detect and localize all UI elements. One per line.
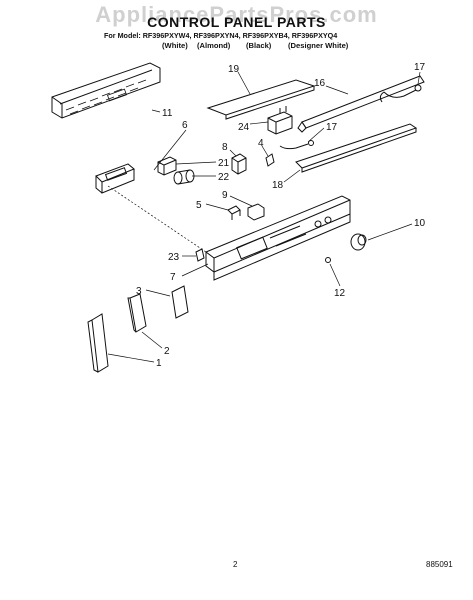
callout-11: 11 [162, 108, 173, 119]
part-17-socket-lower [279, 140, 314, 150]
callout-9: 9 [222, 190, 228, 201]
leader-lines [107, 71, 421, 363]
callout-21: 21 [218, 158, 230, 169]
part-9-switch [247, 203, 265, 221]
callout-6: 6 [182, 120, 188, 131]
model-list: For Model: RF396PXYW4, RF396PXYN4, RF396… [104, 31, 338, 40]
part-23-clip [195, 248, 205, 262]
color-black: (Black) [246, 41, 272, 50]
part-10-knob [350, 233, 367, 251]
callout-10: 10 [414, 218, 426, 229]
part-8-bracket [231, 153, 247, 175]
color-designer-white: (Designer White) [288, 41, 349, 50]
part-19-trim [206, 79, 316, 120]
part-1-side-panel [87, 313, 109, 373]
callout-16: 16 [314, 78, 326, 89]
color-almond: (Almond) [197, 41, 231, 50]
callout-23: 23 [168, 252, 180, 263]
callout-8: 8 [222, 142, 228, 153]
part-6-display [95, 163, 135, 194]
part-17-socket-upper [379, 84, 422, 103]
watermark: AppliancePartsPros.com [95, 2, 378, 27]
part-3-end-cap [171, 285, 189, 319]
callout-17-lower: 17 [326, 122, 338, 133]
document-code: 885091 [426, 560, 453, 569]
callout-12: 12 [334, 288, 346, 299]
callout-18: 18 [272, 180, 284, 191]
part-18-strip [295, 123, 418, 173]
callout-19: 19 [228, 64, 240, 75]
part-22-knob [173, 169, 195, 185]
part-16-light-tube [297, 75, 425, 133]
callout-3: 3 [136, 286, 142, 297]
callout-2: 2 [164, 346, 170, 357]
callout-7: 7 [170, 272, 176, 283]
page-number: 2 [233, 560, 238, 569]
callout-4: 4 [258, 138, 264, 149]
callout-24: 24 [238, 122, 250, 133]
part-12-screw [325, 257, 331, 263]
callout-22: 22 [218, 172, 230, 183]
color-white: (White) [162, 41, 188, 50]
part-4-clip [265, 153, 275, 167]
part-24-relay [267, 106, 293, 135]
callout-1: 1 [156, 358, 162, 369]
page-title: CONTROL PANEL PARTS [147, 14, 326, 30]
callout-17-upper: 17 [414, 62, 426, 73]
callout-5: 5 [196, 200, 202, 211]
part-2-bracket [127, 293, 147, 333]
callouts: 19 16 17 11 24 6 17 4 8 21 22 18 9 5 10 … [136, 62, 426, 369]
part-11-vent-panel [51, 62, 161, 119]
part-5-terminal [227, 205, 241, 220]
part-21-switch [157, 156, 177, 176]
part-7-console [205, 195, 351, 281]
